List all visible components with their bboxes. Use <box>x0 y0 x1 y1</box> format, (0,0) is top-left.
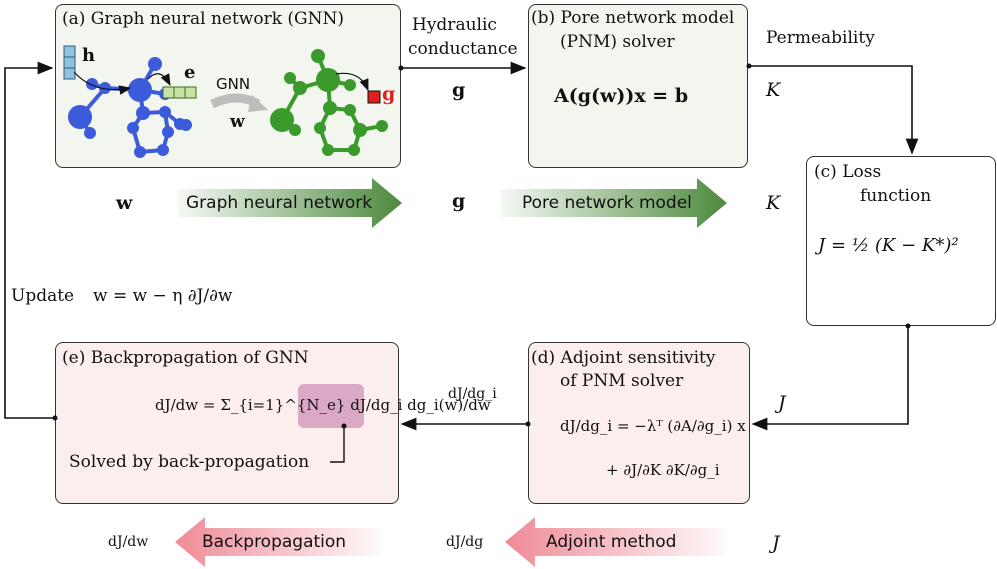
output-g-marker <box>335 72 381 104</box>
gnn-weight-label: w <box>230 112 245 132</box>
input-graph <box>68 57 192 158</box>
dJdgi-connector-label: dJ/dg_i <box>448 386 497 402</box>
output-graph <box>270 49 388 156</box>
pnm-equation: A(g(w))x = b <box>554 85 689 107</box>
pnm-box-title-line2: (PNM) solver <box>560 32 675 52</box>
J-symbol-right: J <box>778 392 786 414</box>
adjoint-equation-line2: + ∂J/∂K ∂K/∂g_i <box>606 461 720 479</box>
derivative-highlight <box>298 384 364 428</box>
forward-arrow-gnn-label: Graph neural network <box>186 193 373 213</box>
loss-box-title-line1: (c) Loss <box>814 162 882 182</box>
K-symbol-top: K <box>766 79 781 101</box>
pnm-box-title-line1: (b) Pore network model <box>531 8 735 28</box>
backward-arrow-adjoint <box>505 517 725 567</box>
g-symbol-top: g <box>452 79 466 101</box>
forward-w-symbol: w <box>116 192 133 214</box>
gnn-box-title: (a) Graph neural network (GNN) <box>62 9 344 29</box>
backward-arrow-backprop <box>175 517 380 567</box>
update-equation: w = w − η ∂J/∂w <box>93 286 233 306</box>
loss-box-title-line2: function <box>860 186 932 206</box>
gnn-transform-arrow <box>210 93 268 112</box>
loss-box <box>806 156 996 326</box>
connector-gnn-to-pnm <box>398 61 527 75</box>
gnn-output-label: g <box>382 83 396 105</box>
forward-arrow-pnm <box>500 178 727 228</box>
node-feature-vector <box>63 45 132 95</box>
edge-feature-label: e <box>184 62 196 83</box>
backprop-box-title: (e) Backpropagation of GNN <box>62 348 309 368</box>
node-feature-label: h <box>82 45 96 66</box>
connector-pnm-to-loss <box>746 63 919 155</box>
hydraulic-label-line1: Hydraulic <box>412 15 497 35</box>
gnn-arrow-label: GNN <box>216 75 251 93</box>
adjoint-box <box>528 342 750 504</box>
backward-dJdw: dJ/dw <box>108 534 149 550</box>
forward-g-symbol: g <box>452 190 466 212</box>
backward-arrow-backprop-label: Backpropagation <box>202 532 347 552</box>
backprop-note: Solved by back-propagation <box>69 452 310 472</box>
backprop-equation: dJ/dw = Σ_{i=1}^{N_e} dJ/dg_i dg_i(w)/dw <box>155 396 491 414</box>
permeability-label: Permeability <box>766 28 875 48</box>
backward-J-symbol: J <box>772 532 780 554</box>
forward-arrow-gnn <box>178 178 402 228</box>
adjoint-box-title-line1: (d) Adjoint sensitivity <box>531 348 716 368</box>
connector-loss-to-adjoint <box>751 323 911 431</box>
connector-adjoint-to-backprop <box>400 417 531 431</box>
forward-K-symbol: K <box>766 192 781 214</box>
pnm-box <box>528 4 748 168</box>
edge-feature-vector <box>147 73 197 99</box>
hydraulic-label-line2: conductance <box>408 39 518 59</box>
adjoint-equation-line1: dJ/dg_i = −λᵀ (∂A/∂g_i) x <box>560 417 746 435</box>
update-label: Update <box>11 286 75 306</box>
backward-arrow-adjoint-label: Adjoint method <box>546 532 677 552</box>
gnn-box <box>55 4 401 168</box>
adjoint-box-title-line2: of PNM solver <box>560 371 684 391</box>
loss-equation: J = ½ (K − K*)² <box>818 235 959 256</box>
forward-arrow-pnm-label: Pore network model <box>522 193 692 213</box>
connector-update-loop <box>4 61 58 421</box>
backward-dJdg: dJ/dg <box>446 534 484 550</box>
solved-by-pointer <box>330 423 347 463</box>
